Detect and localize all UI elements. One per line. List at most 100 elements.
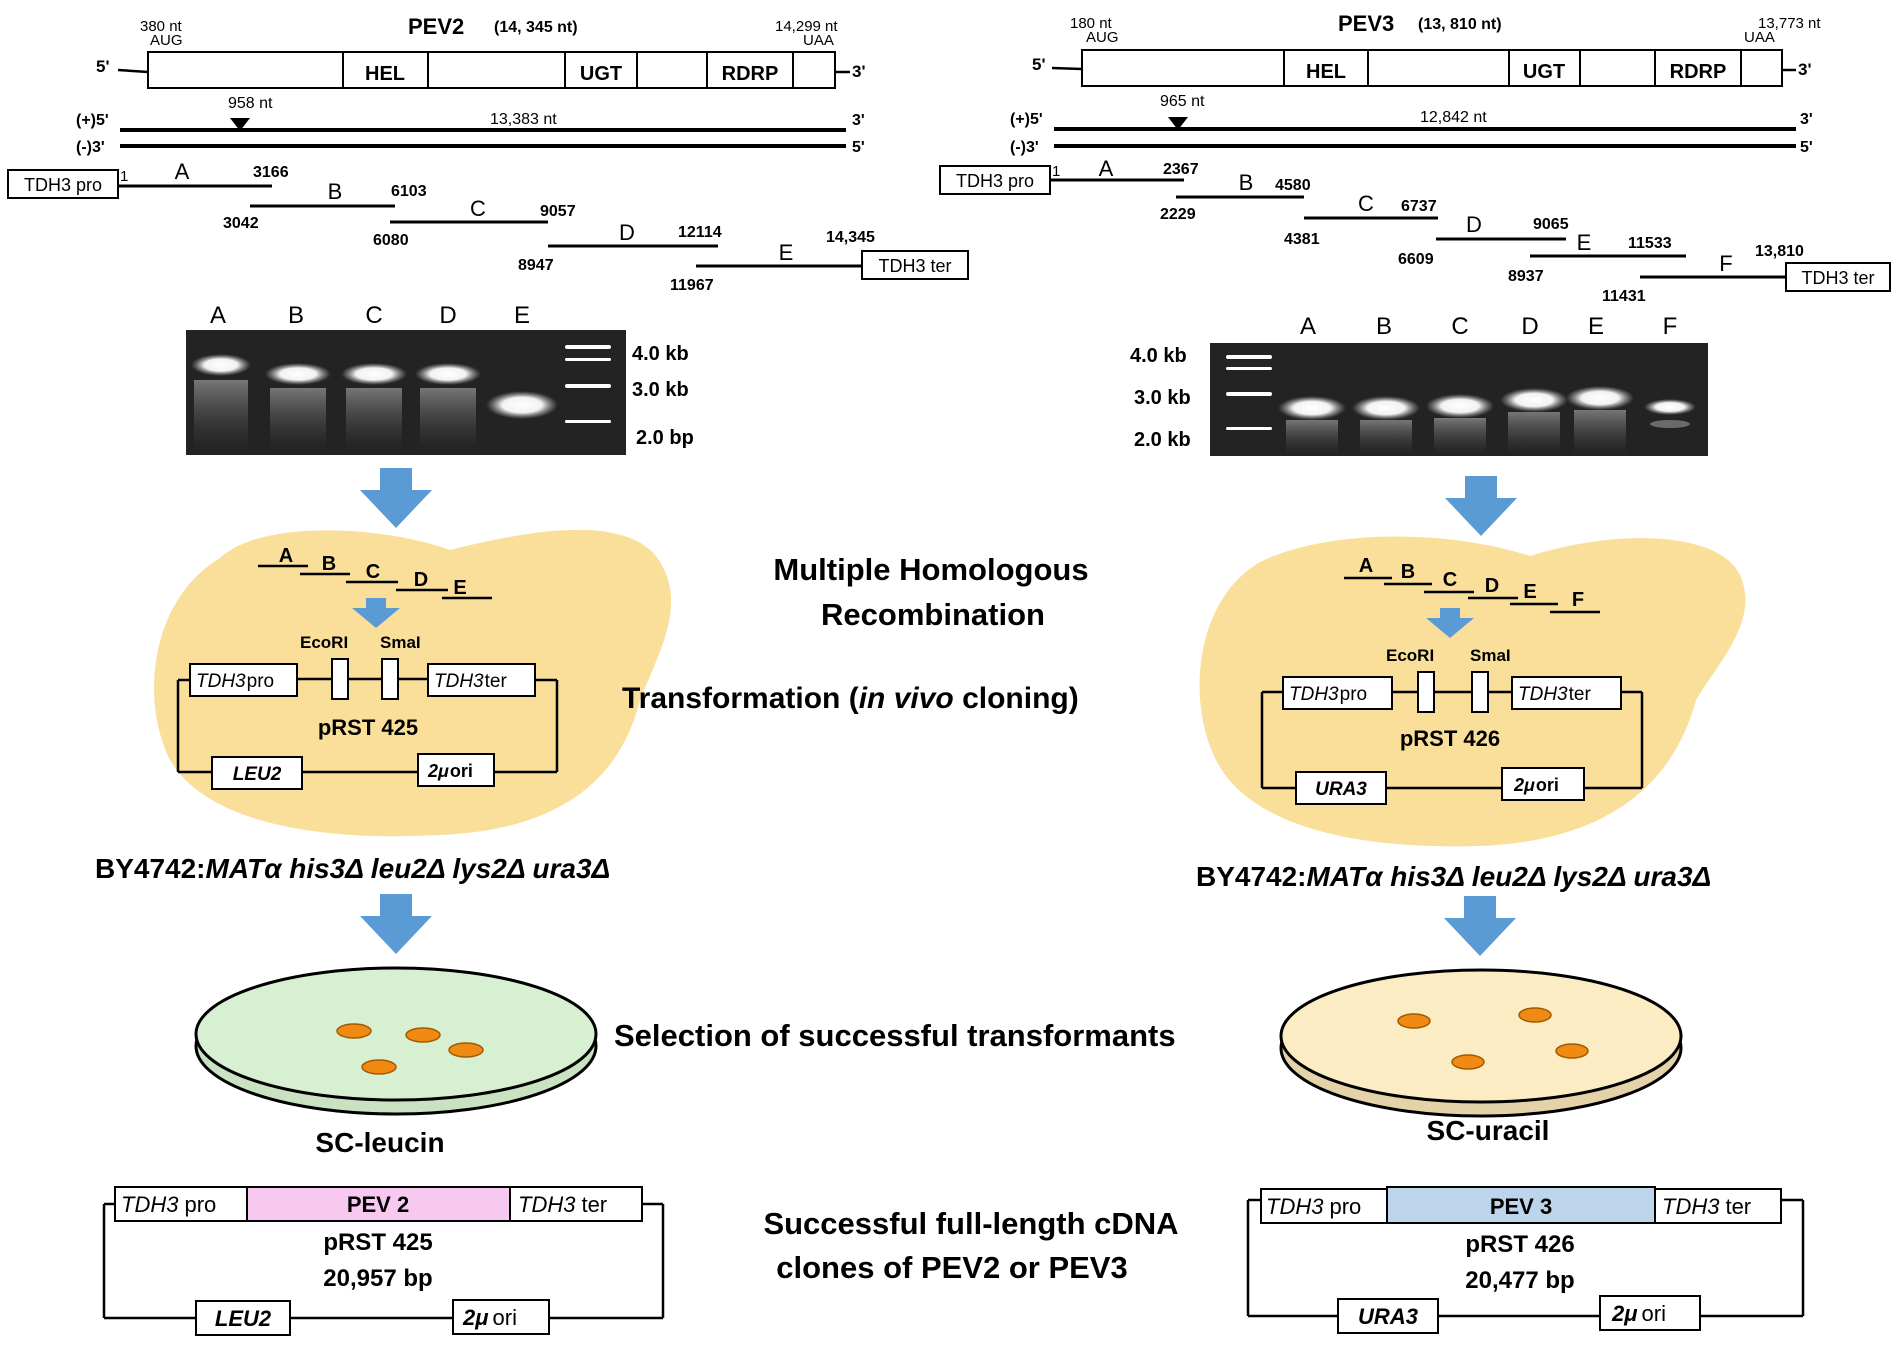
pev3-mark-triangle [1168,117,1188,130]
pev2-plate-label: SC-leucin [315,1127,444,1158]
pev2-frag-d-start: 8947 [518,257,554,274]
pev3-plate-agar [1279,968,1683,1104]
pev2-clone-insert: PEV 2 [347,1192,409,1217]
pev2-minus-strand-end: 5' [852,139,865,156]
pev3-frag-d-end: 9065 [1533,216,1569,233]
pev2-band-c [341,363,407,385]
pev3-clone-name: pRST 426 [1465,1231,1574,1258]
pev3-end-codon: UAA [1744,29,1775,46]
pev2-start-nt: 380 nt [140,18,183,35]
pev3-frag-c-end: 6737 [1401,198,1437,215]
pev2-frag-b-end: 6103 [391,183,427,200]
arrow-icon-left-2 [360,894,432,954]
pev2-tdh3-ter-box [861,250,969,280]
pev3-frag-b-end: 4580 [1275,177,1311,194]
pev3-frag-f-name: F [1719,251,1732,276]
pev2-frag-b-name: B [328,179,343,204]
pev3-orf-box [1081,49,1783,87]
pev3-marker-3kb: 3.0 kb [1134,387,1191,409]
pev3-plus-strand-end: 3' [1800,111,1813,128]
pev3-band-d [1500,388,1568,412]
pev2-frag-e-name: E [779,240,794,265]
pev2-smai-label: SmaI [380,633,421,652]
pev2-domain-hel: HEL [365,63,405,85]
pev2-frag-a-name: A [175,159,190,184]
pev3-ecori-label: EcoRI [1386,646,1434,665]
pev3-cell-frag-e: E [1523,581,1536,603]
pev2-band-b [265,363,331,385]
pev2-colony [405,1027,441,1043]
pev3-frag-f-end: 13,810 [1755,243,1804,260]
pev2-frag-c-start: 6080 [373,232,409,249]
pev3-cell-frag-f: F [1572,589,1584,611]
pev3-smai-label: SmaI [1470,646,1511,665]
pev2-ori-text: 2μori [427,761,473,781]
pev3-tdh3-pro-box [939,165,1051,195]
arrow-icon-right-1 [1445,476,1517,536]
pev3-gel: A B C D E F 4.0 kb 3.0 kb 2.0 kb [1130,313,1708,456]
pev2-ladder-2kb [565,420,611,423]
pev3-pro-pos: 1 [1052,163,1060,180]
pev2-cell-frag-e: E [453,577,466,599]
pev2-marker-3kb: 3.0 kb [632,379,689,401]
pev3-tdh3-ter-box [1785,262,1891,292]
pev2-strain-label: BY4742:MATα his3Δ leu2Δ lys2Δ ura3Δ [95,853,610,884]
pev2-band-e [486,391,558,419]
pev3-cell-frag-a: A [1359,555,1373,577]
pev3-clone-insert: PEV 3 [1490,1194,1552,1219]
pev3-tdh3-ter-label: TDH3 ter [1801,268,1874,288]
pev3-cell-frag-c: C [1443,569,1457,591]
pev2-orf-box [147,51,836,89]
pev2-lane-a: A [210,302,226,329]
pev3-domain-hel: HEL [1306,61,1346,83]
pev2-end-codon: UAA [803,32,834,49]
pev3-vector-pro-text: TDH3pro [1289,684,1367,705]
pev2-mark-nt: 958 nt [228,95,273,112]
pev3-clone-ura3-box [1337,1298,1439,1334]
pev2-plate: SC-leucin [194,966,598,1158]
pev2-domain-ugt: UGT [580,63,622,85]
pev2-frag-a-end: 3166 [253,164,289,181]
pev2-frag-c-end: 9057 [540,203,576,220]
pev3-length: (13, 810 nt) [1418,16,1502,33]
pev3-title: PEV3 [1338,11,1394,36]
pev2-lane-e: E [514,302,530,329]
pev3-lane-f: F [1663,313,1678,340]
pev3-frag-f-start: 11431 [1602,288,1646,305]
pev2-length: (14, 345 nt) [494,19,578,36]
pev3-frag-c-start: 4381 [1284,231,1320,248]
pev2-vector-ter-box [427,663,536,697]
flow-arrows [360,468,1517,956]
pev3-frag-d-name: D [1466,212,1482,237]
pev2-genome-5prime: 5' [96,57,110,76]
pev2-minus-strand-label: (-)3' [76,139,105,156]
pev3-genome-3prime: 3' [1798,60,1812,79]
pev2-plus-strand-end: 3' [852,112,865,129]
pev3-frag-a-end: 2367 [1163,161,1199,178]
pev2-clone-leu2: LEU2 [215,1306,272,1331]
pev2-vector-name: pRST 425 [318,715,418,740]
pev3-colony [1555,1043,1589,1059]
pev2-tdh3-pro-label: TDH3 pro [24,175,102,195]
pev3-clone-ura3: URA3 [1358,1304,1418,1329]
pev2-gel: A B C D E 4.0 kb 3.0 kb 2.0 bp [186,302,694,455]
pev3-band-e [1566,386,1634,410]
pev3-band-b [1352,396,1420,420]
pev3-minus-strand-end: 5' [1800,139,1813,156]
pev3-end-nt: 13,773 nt [1758,15,1821,32]
pev3-colony [1397,1013,1431,1029]
pev2-vector-ter-text: TDH3ter [434,671,507,692]
pev3-lane-d: D [1521,313,1538,340]
pev3-clone-insert-box [1386,1186,1656,1224]
pev3-frag-e-start: 8937 [1508,268,1544,285]
pev2-colony [448,1042,484,1058]
pev3-genome-5prime: 5' [1032,55,1046,74]
pev3-band-c [1426,394,1494,418]
pev2-colony [336,1023,372,1039]
arrow-icon-left-1 [360,468,432,528]
pev2-clone-name: pRST 425 [323,1229,432,1256]
pev2-end-nt: 14,299 nt [775,18,838,35]
